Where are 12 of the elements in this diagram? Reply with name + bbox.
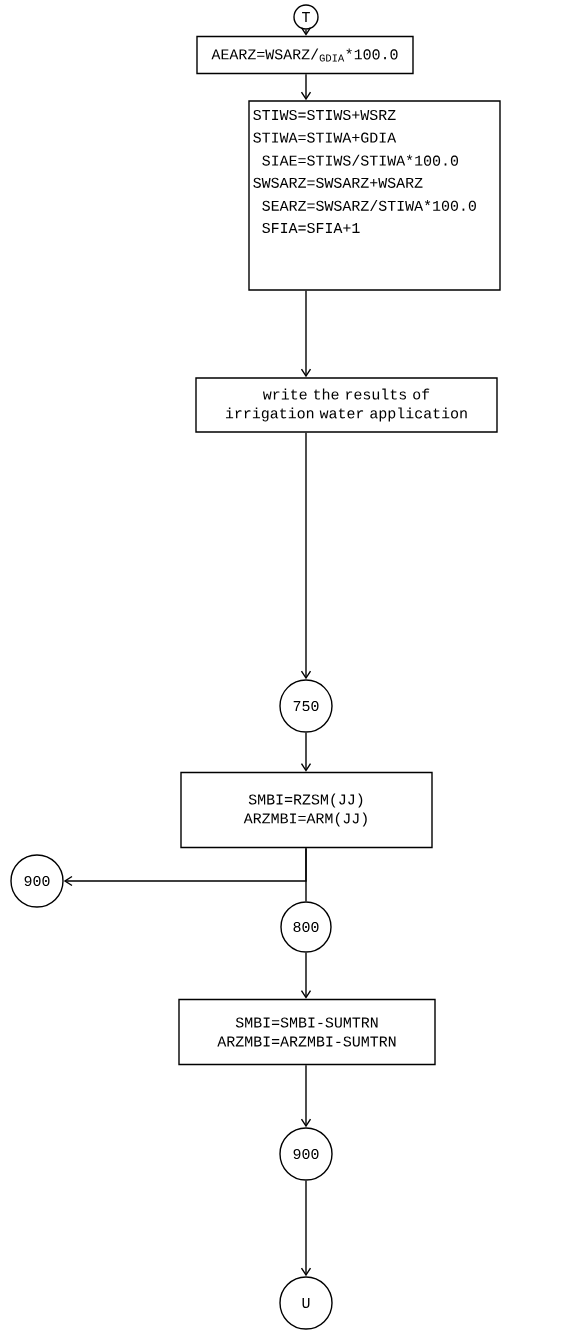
process-box: STIWS=STIWS+WSRZ STIWA=STIWA+GDIA SIAE=STIWS/STIWA*100.0 SWSARZ=SWSARZ+WSARZ SEARZ=SWSARZ/STIWA*100.0 SFIA=SFIA+1 bbox=[248, 100, 501, 291]
arrow bbox=[300, 732, 312, 772]
process-box: AEARZ=WSARZ/$_{GDIA}$*100.0 bbox=[196, 35, 414, 75]
process-box: SMBI=SMBI-SUMTRN ARZMBI=ARZMBI-SUMTRN bbox=[178, 998, 436, 1066]
arrow bbox=[300, 290, 312, 378]
arrow bbox=[300, 73, 312, 101]
process-box: SMBI=RZSM(JJ) ARZMBI=ARM(JJ) bbox=[180, 771, 433, 849]
arrow bbox=[300, 952, 312, 999]
arrow bbox=[300, 1180, 312, 1277]
process-box: write the results of irrigation water application bbox=[195, 377, 498, 433]
arrow bbox=[300, 1064, 312, 1128]
arrow bbox=[300, 432, 312, 680]
